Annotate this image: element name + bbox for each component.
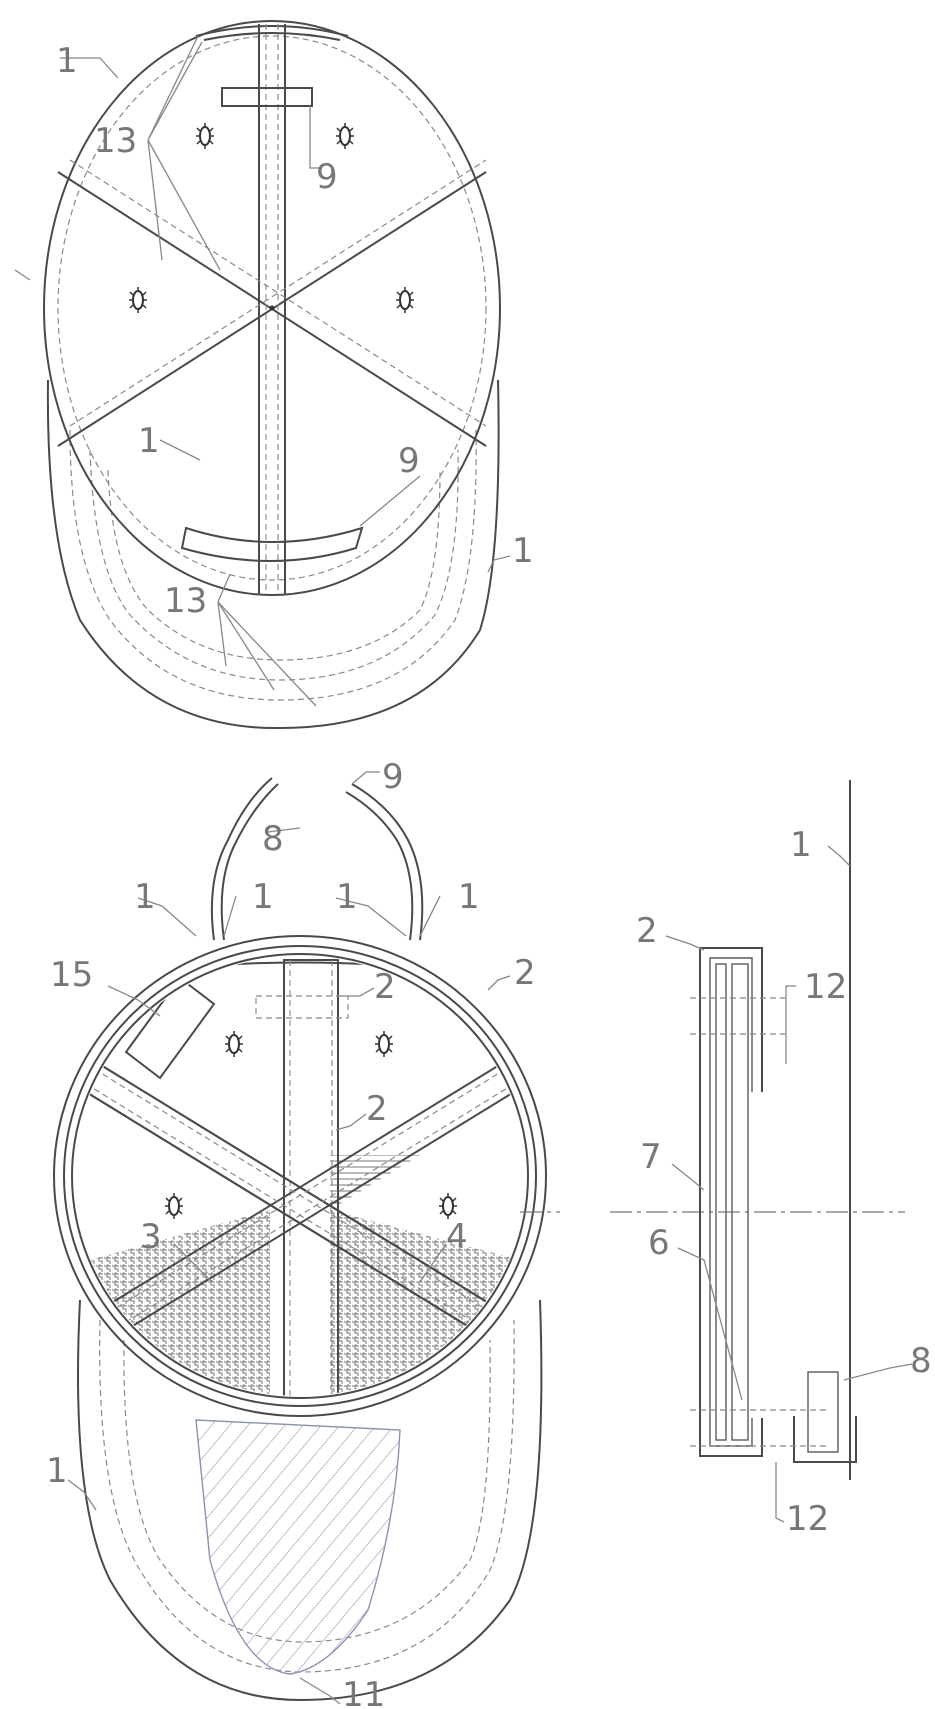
label-1-h: 1 bbox=[46, 1451, 68, 1491]
label-13-b: 13 bbox=[164, 581, 207, 621]
label-1-c: 1 bbox=[512, 531, 534, 571]
label-1-f: 1 bbox=[336, 877, 358, 917]
strap-bottom bbox=[180, 526, 364, 562]
label-2-b: 2 bbox=[374, 967, 396, 1007]
label-6: 6 bbox=[648, 1223, 670, 1263]
figure-underside-view: 8 9 1 1 1 1 2 15 2 2 3 4 1 11 bbox=[46, 757, 560, 1709]
label-9-a: 9 bbox=[316, 157, 338, 197]
label-12-b: 12 bbox=[786, 1499, 829, 1539]
label-1-g: 1 bbox=[458, 877, 480, 917]
label-9-c: 9 bbox=[382, 757, 404, 797]
pocket bbox=[124, 976, 216, 1080]
label-12-a: 12 bbox=[804, 967, 847, 1007]
label-1-b: 1 bbox=[138, 421, 160, 461]
band-outer bbox=[53, 935, 547, 1417]
label-13-a: 13 bbox=[94, 121, 137, 161]
strap-top bbox=[221, 87, 313, 107]
brim-outline bbox=[46, 379, 500, 730]
strap-left-arm bbox=[210, 777, 273, 941]
figure-top-view: 1 13 9 1 9 1 13 bbox=[14, 20, 534, 730]
bracket-u bbox=[699, 947, 763, 1457]
brim-outline-2 bbox=[77, 1299, 543, 1702]
label-11: 11 bbox=[342, 1675, 385, 1709]
figure-section-detail: 1 12 2 7 6 8 12 bbox=[610, 780, 932, 1539]
label-1-i: 1 bbox=[790, 825, 812, 865]
label-1-e: 1 bbox=[252, 877, 274, 917]
holder-u bbox=[793, 1416, 857, 1463]
label-3: 3 bbox=[140, 1217, 162, 1257]
label-1-a: 1 bbox=[56, 41, 78, 81]
crown-outline bbox=[43, 20, 501, 596]
visor-insert bbox=[195, 1419, 401, 1675]
label-15: 15 bbox=[50, 955, 93, 995]
label-7: 7 bbox=[640, 1137, 662, 1177]
label-9-b: 9 bbox=[398, 441, 420, 481]
label-8-b: 8 bbox=[910, 1341, 932, 1381]
label-2-d: 2 bbox=[636, 911, 658, 951]
label-8-a: 8 bbox=[262, 819, 284, 859]
label-2-c: 2 bbox=[366, 1089, 388, 1129]
label-2-a: 2 bbox=[514, 953, 536, 993]
label-4: 4 bbox=[446, 1217, 468, 1257]
label-1-d: 1 bbox=[134, 877, 156, 917]
strap-right-arm bbox=[351, 783, 424, 941]
